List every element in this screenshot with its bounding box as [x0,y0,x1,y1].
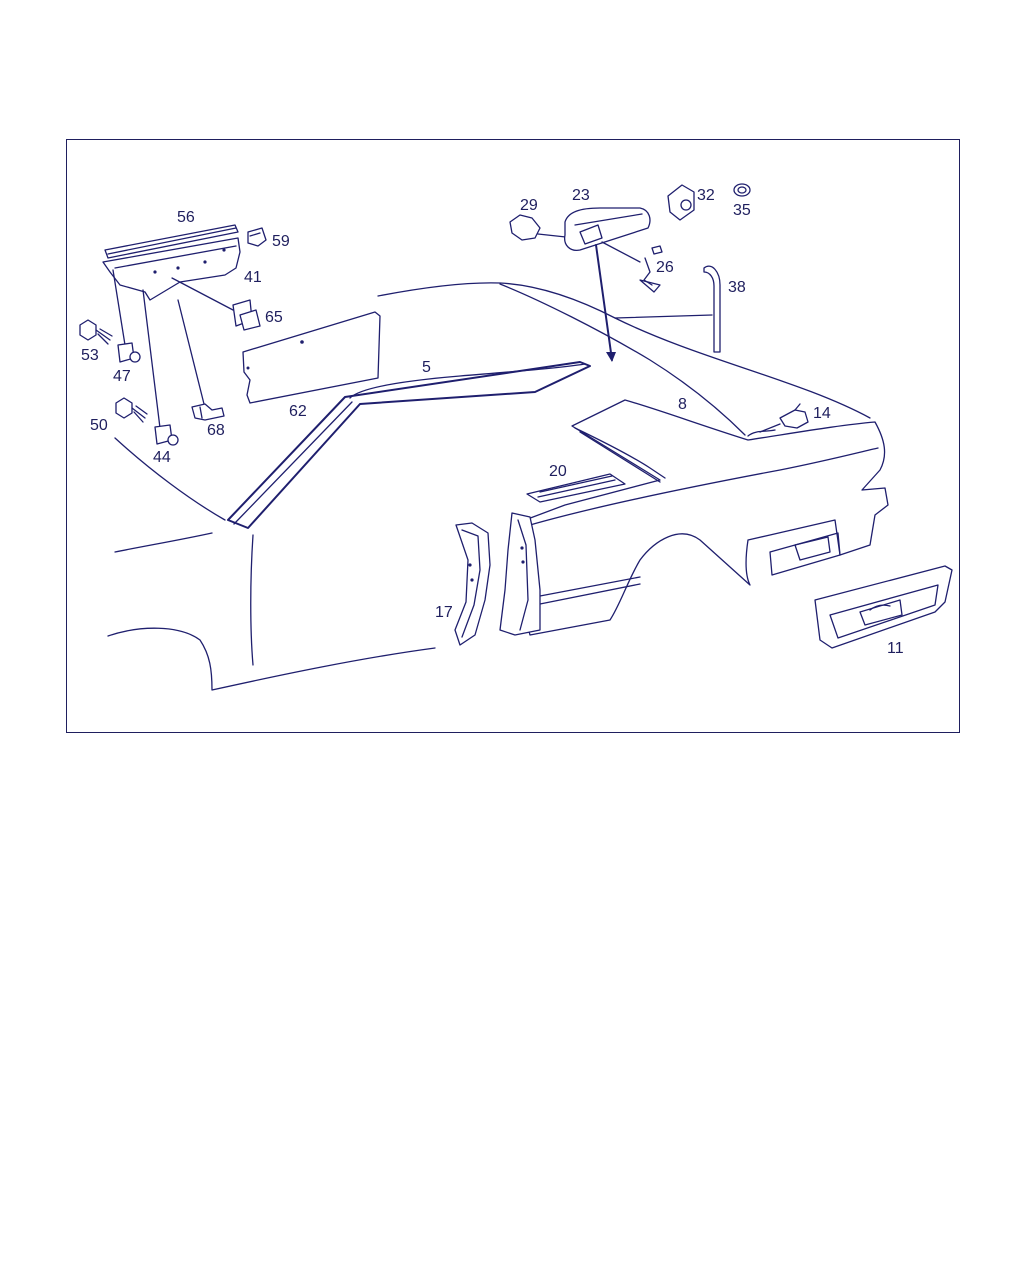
label-62: 62 [289,403,307,420]
grommet-35 [733,183,751,197]
label-32: 32 [697,187,715,204]
panel-62 [242,311,381,404]
car-body-outline [107,282,871,691]
bolt-53 [79,319,113,345]
bracket-23 [564,207,651,362]
label-8: 8 [678,396,687,413]
label-20: 20 [549,463,567,480]
diagram-frame [66,139,960,733]
rear-panel-part-11 [814,565,953,649]
label-47: 47 [113,368,131,385]
label-59: 59 [272,233,290,250]
strip-38 [703,265,721,353]
label-65: 65 [265,309,283,326]
bracket-14 [759,403,809,433]
label-26: 26 [656,259,674,276]
label-41: 41 [244,269,262,286]
label-68: 68 [207,422,225,439]
pillar-part-17 [454,522,491,646]
clip-nut-44 [154,424,179,446]
label-5: 5 [422,359,431,376]
label-17: 17 [435,604,453,621]
plug-32 [667,184,695,221]
b-pillar-inner [499,512,541,636]
clip-26 [639,245,663,293]
label-29: 29 [520,197,538,214]
clip-68 [191,403,225,421]
label-35: 35 [733,202,751,219]
part-labels: 56 59 41 65 53 47 62 5 68 50 44 29 23 32… [81,187,904,657]
label-38: 38 [728,279,746,296]
rail-56 [102,224,241,429]
label-53: 53 [81,347,99,364]
bolt-50 [115,397,148,423]
label-56: 56 [177,209,195,226]
label-23: 23 [572,187,590,204]
rear-quarter-panel [516,399,889,636]
label-11: 11 [887,640,904,657]
label-44: 44 [153,449,171,466]
label-14: 14 [813,405,831,422]
clip-59 [247,227,267,247]
clip-65 [232,299,261,331]
clip-nut-47 [117,342,141,363]
label-50: 50 [90,417,108,434]
